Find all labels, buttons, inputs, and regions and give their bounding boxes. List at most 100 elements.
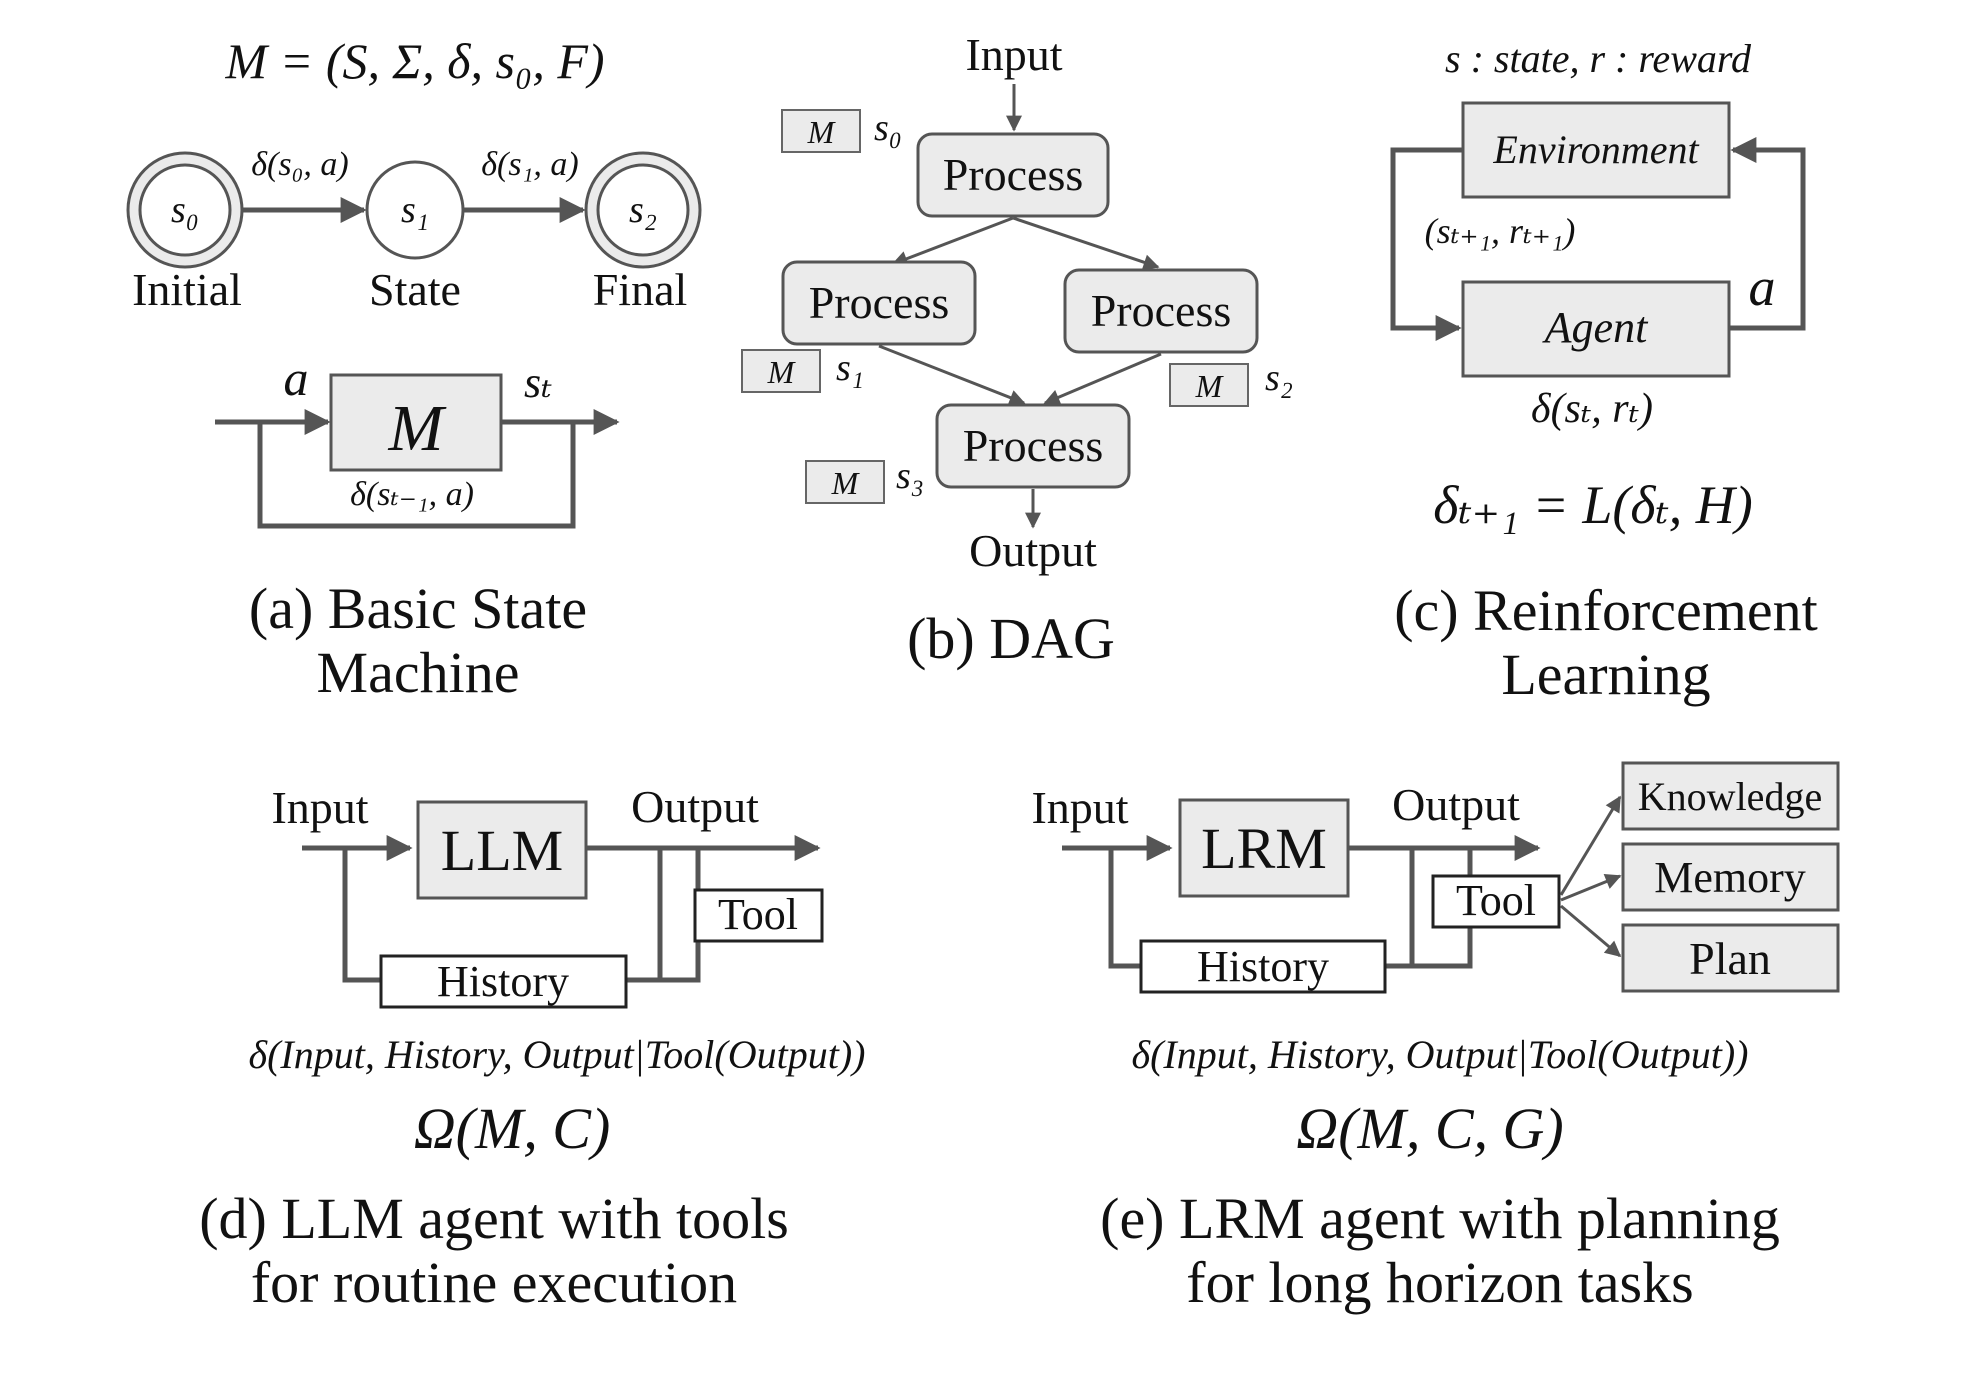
dag-edge-right-bottom: [1043, 352, 1162, 405]
dag-memory-tag-s1-label: M: [767, 354, 797, 390]
dag-state-s1-label: s₁: [836, 347, 864, 389]
llm-model-box: [416, 800, 588, 900]
llm-tool-box: [693, 888, 824, 943]
panel-b-caption: (b) DAG: [907, 606, 1115, 671]
lrm-tool-knowledge-arrow: [1559, 795, 1622, 896]
panel-d-caption-line2: for routine execution: [251, 1250, 737, 1315]
lrm-tool-label: Tool: [1456, 876, 1536, 925]
panel-c-caption-line1: (c) Reinforcement: [1394, 578, 1818, 643]
lrm-history-box: [1139, 939, 1387, 994]
dag-state-s0-label: s₀: [874, 107, 902, 149]
rl-update-formula: δₜ₊₁ = L(δₜ, H): [1433, 475, 1753, 535]
dag-input-label: Input: [965, 29, 1062, 80]
state-s0-label: s₀: [171, 189, 199, 231]
dag-process-top-label: Process: [943, 149, 1084, 200]
dag-memory-tag-s2: [1169, 363, 1249, 407]
lrm-model-box: [1178, 798, 1350, 898]
dag-process-top: [916, 132, 1110, 218]
state-s2-node: [596, 163, 690, 257]
state-s0-node: [138, 163, 232, 257]
panel-d-caption-line1: (d) LLM agent with tools: [199, 1186, 789, 1251]
llm-output-label: Output: [631, 781, 759, 832]
dag-memory-tag-s0: [781, 109, 861, 153]
state-s1-caption: State: [369, 264, 461, 315]
lrm-input-label: Input: [1031, 782, 1128, 833]
panel-b-dag: Input Process M s₀ Process M s₁ Process …: [741, 29, 1293, 671]
llm-history-feed-line: [342, 848, 381, 983]
panel-c-reinforcement-learning: s : state, r : reward Environment Agent …: [1390, 36, 1818, 707]
dag-process-bottom-label: Process: [963, 420, 1104, 471]
dag-memory-tag-s0-label: M: [807, 114, 837, 150]
lrm-omega-label: Ω(M, C, G): [1296, 1096, 1563, 1161]
lrm-module-plan-box: [1621, 923, 1840, 993]
lrm-tool-memory-arrow: [1560, 874, 1622, 902]
state-s0-caption: Initial: [132, 264, 242, 315]
lrm-history-label: History: [1197, 942, 1329, 991]
transition-label-s0-s1: δ(s₀, a): [251, 146, 349, 183]
rl-action-arrow: [1729, 137, 1806, 331]
panel-d-llm-agent: Input LLM Output Tool History δ(Input, H…: [199, 781, 865, 1315]
dag-state-s2-label: s₂: [1265, 357, 1293, 399]
rl-feedback-label: (sₜ₊₁, rₜ₊₁): [1425, 211, 1576, 251]
dag-process-right: [1063, 268, 1259, 354]
llm-function-label: δ(Input, History, Output|Tool(Output)): [248, 1032, 865, 1077]
dag-state-s3-label: s₃: [896, 455, 924, 497]
lrm-function-label: δ(Input, History, Output|Tool(Output)): [1131, 1032, 1748, 1077]
llm-history-box: [379, 954, 628, 1009]
machine-feedback-label: δ(sₜ₋₁, a): [350, 476, 474, 513]
rl-agent-label: Agent: [1542, 303, 1649, 352]
dag-output-label: Output: [969, 525, 1097, 576]
rl-feedback-arrow: [1390, 147, 1463, 341]
rl-environment-label: Environment: [1492, 127, 1699, 172]
state-s2-label: s₂: [629, 189, 657, 231]
lrm-model-label: LRM: [1201, 816, 1327, 881]
dag-memory-tag-s3-label: M: [831, 465, 861, 501]
lrm-module-memory-label: Memory: [1654, 853, 1806, 902]
panel-a-caption-line2: Machine: [317, 640, 520, 705]
llm-omega-label: Ω(M, C): [414, 1096, 611, 1161]
rl-legend: s : state, r : reward: [1445, 36, 1752, 81]
machine-input-label: a: [284, 350, 309, 406]
dag-memory-tag-s1: [741, 349, 821, 393]
lrm-output-label: Output: [1392, 779, 1520, 830]
llm-input-label: Input: [271, 782, 368, 833]
lrm-module-knowledge-label: Knowledge: [1638, 774, 1822, 819]
dag-process-bottom: [935, 403, 1131, 489]
state-s2-caption: Final: [593, 264, 688, 315]
transition-label-s1-s2: δ(s₁, a): [481, 146, 579, 183]
lrm-module-plan-label: Plan: [1689, 933, 1771, 984]
panel-e-caption-line1: (e) LRM agent with planning: [1100, 1186, 1780, 1251]
panel-e-caption-line2: for long horizon tasks: [1186, 1250, 1693, 1315]
lrm-tool-plan-arrow: [1560, 904, 1622, 958]
rl-policy-label: δ(sₜ, rₜ): [1531, 386, 1653, 432]
panel-c-caption-line2: Learning: [1501, 642, 1710, 707]
dag-memory-tag-s2-label: M: [1195, 368, 1225, 404]
llm-output-history-line: [626, 848, 663, 983]
rl-action-label: a: [1749, 257, 1776, 317]
lrm-module-memory-box: [1621, 842, 1840, 912]
panel-a-caption-line1: (a) Basic State: [249, 576, 587, 641]
lrm-module-knowledge-box: [1621, 761, 1840, 831]
machine-output-label: sₜ: [524, 358, 552, 407]
llm-tool-line: [660, 845, 701, 983]
fsm-formula: M = (S, Σ, δ, s₀, F): [224, 33, 604, 89]
dag-edge-top-left: [891, 216, 1014, 267]
dag-process-right-label: Process: [1091, 285, 1232, 336]
rl-environment-box: [1461, 101, 1731, 199]
dag-process-left: [781, 260, 977, 346]
dag-edge-left-bottom: [878, 344, 1026, 406]
lrm-tool-box: [1431, 874, 1561, 929]
panel-a-state-machine: M = (S, Σ, δ, s₀, F) s₀ Initial s₁ State…: [126, 33, 702, 705]
llm-model-label: LLM: [441, 818, 563, 883]
machine-feedback-loop: [257, 422, 576, 529]
llm-tool-label: Tool: [718, 890, 798, 939]
lrm-history-feed-line: [1108, 848, 1141, 969]
lrm-output-history-line: [1385, 848, 1415, 969]
dag-process-left-label: Process: [809, 277, 950, 328]
llm-history-label: History: [437, 957, 569, 1006]
state-s1-label: s₁: [401, 189, 429, 231]
dag-memory-tag-s3: [805, 460, 885, 504]
rl-agent-box: [1461, 280, 1731, 378]
dag-edge-top-right: [1012, 216, 1160, 270]
